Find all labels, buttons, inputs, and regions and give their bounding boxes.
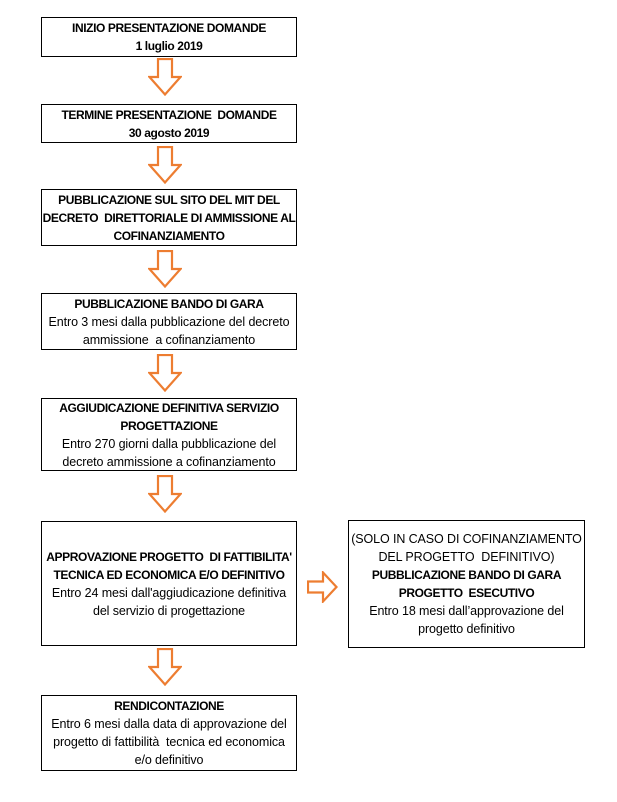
box-title: INIZIO PRESENTAZIONE DOMANDE 1 luglio 20… [72, 21, 266, 53]
down-arrow-icon-5 [148, 475, 182, 513]
flow-box-inizio-presentazione-domande: INIZIO PRESENTAZIONE DOMANDE 1 luglio 20… [41, 17, 297, 57]
flow-box-pubblicazione-bando-di-gara: PUBBLICAZIONE BANDO DI GARA Entro 3 mesi… [41, 293, 297, 350]
box-body: Entro 6 mesi dalla data di approvazione … [51, 717, 287, 767]
flow-box-bando-progetto-esecutivo: (SOLO IN CASO DI COFINANZIAMENTO DEL PRO… [348, 520, 585, 648]
down-arrow-icon-2 [148, 146, 182, 184]
box-title: PUBBLICAZIONE BANDO DI GARA [74, 296, 264, 311]
box-body: Entro 18 mesi dall’approvazione del prog… [369, 604, 564, 636]
right-arrow-icon [307, 571, 338, 603]
down-arrow-icon-4 [148, 354, 182, 392]
down-arrow-icon-6 [148, 648, 182, 686]
down-arrow-icon-1 [148, 58, 182, 96]
flow-box-termine-presentazione-domande: TERMINE PRESENTAZIONE DOMANDE 30 agosto … [41, 104, 297, 143]
flow-box-aggiudicazione-definitiva-servizio: AGGIUDICAZIONE DEFINITIVA SERVIZIO PROGE… [41, 398, 297, 471]
box-body: Entro 270 giorni dalla pubblicazione del… [61, 436, 277, 469]
box-title: APPROVAZIONE PROGETTO DI FATTIBILITA' TE… [46, 549, 292, 582]
box-title: AGGIUDICAZIONE DEFINITIVA SERVIZIO PROGE… [59, 400, 279, 433]
flow-box-pubblicazione-decreto-mit: PUBBLICAZIONE SUL SITO DEL MIT DEL DECRE… [41, 189, 297, 246]
box-body: Entro 3 mesi dalla pubblicazione del dec… [48, 314, 290, 347]
box-title: TERMINE PRESENTAZIONE DOMANDE 30 agosto … [61, 107, 277, 140]
down-arrow-icon-3 [148, 250, 182, 288]
box-title: PUBBLICAZIONE SUL SITO DEL MIT DEL DECRE… [42, 192, 296, 243]
box-body: Entro 24 mesi dall'aggiudicazione defini… [51, 585, 287, 618]
box-title: PUBBLICAZIONE BANDO DI GARA PROGETTO ESE… [371, 568, 562, 600]
flow-box-rendicontazione: RENDICONTAZIONE Entro 6 mesi dalla data … [41, 695, 297, 771]
flow-box-approvazione-progetto-fattibilita: APPROVAZIONE PROGETTO DI FATTIBILITA' TE… [41, 521, 297, 646]
box-note: (SOLO IN CASO DI COFINANZIAMENTO DEL PRO… [351, 532, 582, 564]
box-title: RENDICONTAZIONE [114, 699, 224, 713]
